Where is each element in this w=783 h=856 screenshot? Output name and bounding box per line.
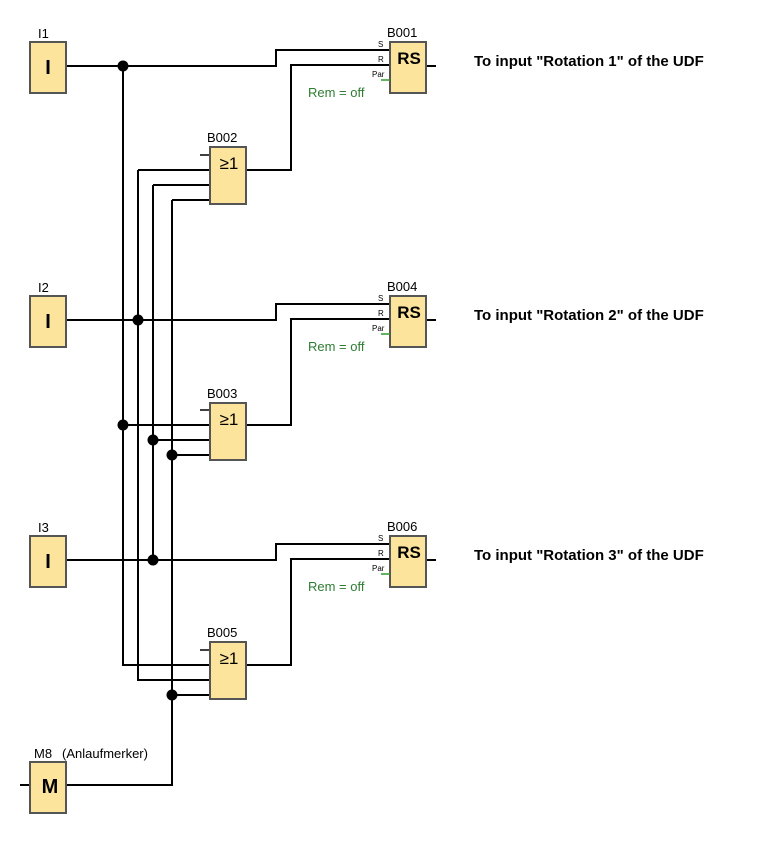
- rs-block-label: B004: [387, 279, 417, 294]
- or-block-B005[interactable]: [209, 641, 247, 700]
- rs-block-B006[interactable]: [389, 535, 427, 588]
- junction-dot: [117, 419, 129, 431]
- pin-r-label: R: [378, 549, 384, 558]
- junction-dot: [166, 689, 178, 701]
- pin-r-label: R: [378, 309, 384, 318]
- input-symbol: I: [45, 551, 51, 573]
- or-block-B003[interactable]: [209, 402, 247, 461]
- udf-note: To input "Rotation 2" of the UDF: [474, 307, 704, 324]
- wire: [66, 543, 390, 561]
- rem-setting: Rem = off: [308, 339, 365, 354]
- rem-setting: Rem = off: [308, 579, 365, 594]
- pin-r-label: R: [378, 55, 384, 64]
- pin-s-label: S: [378, 294, 383, 303]
- rs-symbol: RS: [397, 303, 421, 322]
- or-symbol: ≥1: [220, 154, 239, 173]
- junction-dot: [166, 449, 178, 461]
- rs-block-label: B001: [387, 25, 417, 40]
- junction-dot: [132, 314, 144, 326]
- wire: [137, 170, 210, 681]
- input-label: I1: [38, 26, 49, 41]
- input-block-I1[interactable]: [29, 41, 67, 94]
- input-block-I2[interactable]: [29, 295, 67, 348]
- junction-dot: [147, 434, 159, 446]
- pin-s-label: S: [378, 534, 383, 543]
- rs-block-B004[interactable]: [389, 295, 427, 348]
- junction-dot: [117, 60, 129, 72]
- wire: [246, 318, 390, 426]
- marker-symbol: M: [42, 776, 59, 798]
- or-block-label: B002: [207, 130, 237, 145]
- or-symbol: ≥1: [220, 649, 239, 668]
- or-block-label: B003: [207, 386, 237, 401]
- marker-label: M8: [34, 746, 52, 761]
- wire: [246, 558, 390, 666]
- udf-note: To input "Rotation 3" of the UDF: [474, 547, 704, 564]
- junction-dot: [147, 554, 159, 566]
- or-block-B002[interactable]: [209, 146, 247, 205]
- pin-par-label: Par: [372, 324, 385, 333]
- wire: [66, 200, 173, 786]
- pin-s-label: S: [378, 40, 383, 49]
- input-symbol: I: [45, 57, 51, 79]
- rs-block-label: B006: [387, 519, 417, 534]
- input-block-I3[interactable]: [29, 535, 67, 588]
- input-label: I3: [38, 520, 49, 535]
- wire: [122, 66, 210, 666]
- pin-par-label: Par: [372, 70, 385, 79]
- or-block-label: B005: [207, 625, 237, 640]
- wire: [66, 49, 390, 67]
- wire: [66, 303, 390, 321]
- pin-par-label: Par: [372, 564, 385, 573]
- marker-note: (Anlaufmerker): [62, 746, 148, 761]
- rs-symbol: RS: [397, 49, 421, 68]
- rs-symbol: RS: [397, 543, 421, 562]
- udf-note: To input "Rotation 1" of the UDF: [474, 53, 704, 70]
- input-label: I2: [38, 280, 49, 295]
- wire: [246, 64, 390, 171]
- rs-block-B001[interactable]: [389, 41, 427, 94]
- marker-block-M8[interactable]: [29, 761, 67, 814]
- rem-setting: Rem = off: [308, 85, 365, 100]
- input-symbol: I: [45, 311, 51, 333]
- or-symbol: ≥1: [220, 410, 239, 429]
